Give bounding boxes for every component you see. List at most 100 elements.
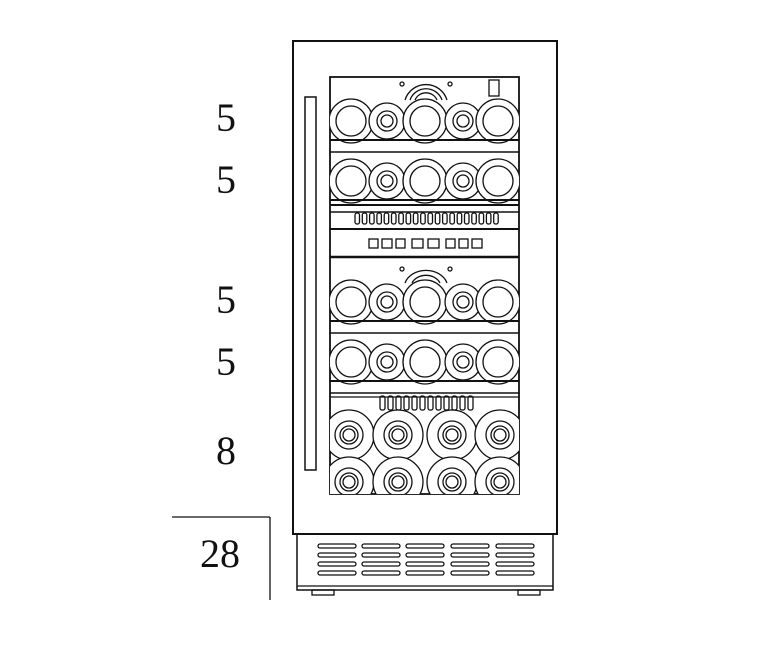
- bottle-inner: [334, 467, 364, 494]
- base-vent-slot: [495, 561, 535, 567]
- bottle-outline: [330, 456, 375, 494]
- door-handle[interactable]: [304, 96, 317, 471]
- bottle-outline: [474, 456, 519, 494]
- wine-bottle: [475, 339, 519, 385]
- wine-bottle: [474, 456, 519, 494]
- vent-slot: [405, 212, 412, 225]
- base-vent-slot: [495, 570, 535, 576]
- wine-bottle: [402, 279, 448, 325]
- divider-vent-panel: [330, 204, 519, 230]
- vent-slot: [419, 395, 426, 411]
- base-vent-slot: [317, 543, 357, 549]
- vent-slot: [398, 212, 404, 225]
- base-vent-slot: [317, 561, 357, 567]
- base-vent-slot: [361, 561, 401, 567]
- bottle-neck: [339, 472, 359, 492]
- control-panel: [330, 238, 519, 259]
- wine-bottle: [426, 456, 478, 494]
- base-vent-slot: [361, 543, 401, 549]
- bottle-inner: [335, 165, 367, 197]
- vent-slot: [443, 395, 450, 411]
- bottle-outline: [368, 343, 406, 381]
- zone-button[interactable]: [395, 238, 406, 249]
- bottle-neck: [490, 425, 510, 445]
- base-kickplate: [296, 533, 554, 591]
- base-vent-slot: [450, 543, 490, 549]
- vent-slot: [354, 212, 361, 225]
- light-button[interactable]: [381, 238, 393, 249]
- base-vent-slot: [495, 543, 535, 549]
- bottle-outline: [372, 456, 424, 494]
- bottle-cork: [445, 428, 459, 442]
- bottle-cork: [380, 295, 394, 309]
- bottle-cork: [456, 355, 470, 369]
- bottle-inner: [335, 346, 367, 378]
- bottle-neck: [442, 425, 462, 445]
- wine-bottle: [368, 343, 406, 381]
- plus-button[interactable]: [445, 238, 456, 249]
- temp-display-lower: [427, 238, 440, 249]
- bottle-outline: [426, 456, 478, 494]
- row-1-capacity-label: 5: [216, 95, 236, 140]
- row-2-capacity-label: 5: [216, 157, 236, 202]
- power-button[interactable]: [368, 238, 379, 249]
- bottle-cork: [493, 475, 507, 489]
- vent-slot: [485, 212, 492, 225]
- bottle-inner: [335, 105, 367, 137]
- base-vent-slot: [317, 570, 357, 576]
- bottle-cork: [493, 428, 507, 442]
- wine-bottle: [444, 102, 482, 140]
- bottle-inner: [482, 346, 514, 378]
- base-vent-slot: [405, 543, 445, 549]
- bottle-inner: [485, 420, 515, 450]
- vent-slot: [395, 395, 402, 411]
- bottle-inner: [482, 105, 514, 137]
- row-5-capacity-label: 8: [216, 428, 236, 473]
- wine-bottle: [372, 456, 424, 494]
- bottle-neck: [339, 425, 359, 445]
- bottle-inner: [452, 291, 474, 313]
- minus-button[interactable]: [458, 238, 469, 249]
- vent-slot: [459, 395, 466, 411]
- wine-bottle: [402, 158, 448, 204]
- base-vent-slot: [450, 552, 490, 558]
- bottle-inner: [383, 420, 413, 450]
- wine-bottle: [402, 98, 448, 144]
- bottle-cork: [391, 428, 405, 442]
- wine-bottle: [330, 98, 374, 144]
- wine-bottle: [330, 456, 375, 494]
- bottle-inner: [409, 105, 441, 137]
- bottle-inner: [482, 165, 514, 197]
- wine-bottle: [475, 98, 519, 144]
- interior: [330, 98, 519, 494]
- base-vent-slot: [450, 570, 490, 576]
- wine-bottle: [330, 158, 374, 204]
- vent-slot: [376, 212, 383, 225]
- vent-slot: [390, 212, 397, 225]
- wine-bottle: [368, 162, 406, 200]
- vent-slot: [441, 212, 448, 225]
- row-3-capacity-label: 5: [216, 277, 236, 322]
- bottle-inner: [485, 467, 515, 494]
- bottle-outline: [330, 409, 375, 461]
- unit-button[interactable]: [471, 238, 483, 249]
- bottle-inner: [334, 420, 364, 450]
- base-vent-slot: [361, 570, 401, 576]
- bottle-outline: [426, 409, 478, 461]
- bottle-area: [330, 98, 519, 494]
- bottle-outline: [372, 409, 424, 461]
- thermostat-sensor: [488, 79, 500, 97]
- bottle-inner: [383, 467, 413, 494]
- wine-bottle: [372, 409, 424, 461]
- bottle-neck: [442, 472, 462, 492]
- bottle-inner: [376, 291, 398, 313]
- wine-bottle: [330, 279, 374, 325]
- wine-bottle: [474, 409, 519, 461]
- bottle-inner: [409, 346, 441, 378]
- bottle-inner: [376, 110, 398, 132]
- wine-bottle: [475, 279, 519, 325]
- bottle-inner: [409, 165, 441, 197]
- base-vent-slot: [405, 561, 445, 567]
- vent-slot: [427, 395, 434, 411]
